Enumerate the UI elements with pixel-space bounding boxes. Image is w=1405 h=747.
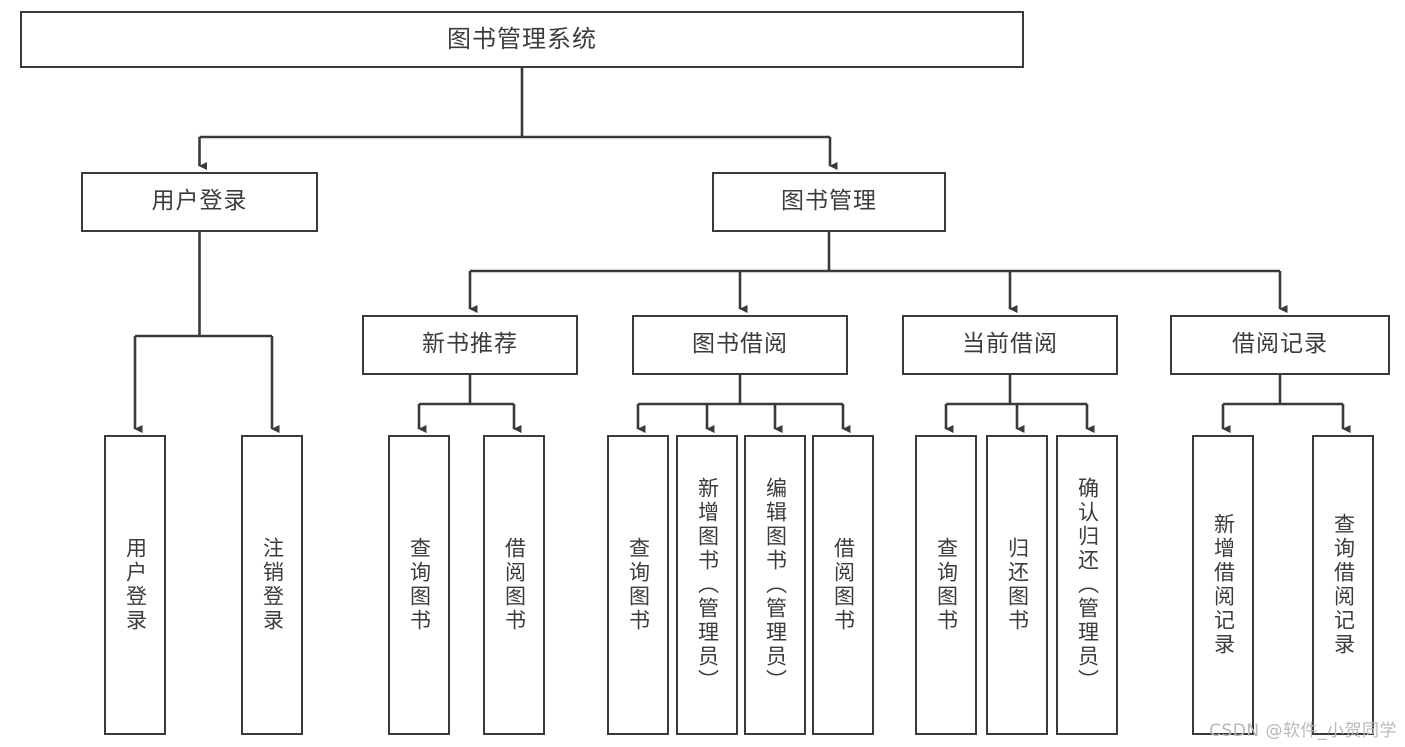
node-new-book-rec-label: 新书推荐 (422, 331, 518, 358)
node-book-borrow-label: 图书借阅 (692, 331, 788, 358)
node-borrow-record[interactable]: 借阅记录 (1170, 315, 1390, 375)
node-leaf-query-book-rec-label: 查询图书 (407, 537, 432, 633)
node-leaf-query-book-label: 查询图书 (626, 537, 651, 633)
node-root[interactable]: 图书管理系统 (20, 11, 1024, 68)
node-leaf-add-record-label: 新增借阅记录 (1211, 513, 1236, 657)
node-current-borrow-label: 当前借阅 (962, 331, 1058, 358)
node-leaf-add-book-label: 新增图书（管理员） (695, 477, 720, 693)
node-leaf-add-record[interactable]: 新增借阅记录 (1192, 435, 1254, 735)
node-book-borrow[interactable]: 图书借阅 (632, 315, 848, 375)
node-book-manage-label: 图书管理 (781, 188, 877, 215)
node-leaf-borrow-book-label: 借阅图书 (831, 537, 856, 633)
node-leaf-confirm-return[interactable]: 确认归还（管理员） (1056, 435, 1118, 735)
node-book-manage[interactable]: 图书管理 (712, 172, 946, 232)
node-leaf-return-book[interactable]: 归还图书 (986, 435, 1048, 735)
node-new-book-rec[interactable]: 新书推荐 (362, 315, 578, 375)
node-current-borrow[interactable]: 当前借阅 (902, 315, 1118, 375)
node-leaf-confirm-return-label: 确认归还（管理员） (1075, 477, 1100, 693)
node-leaf-edit-book-label: 编辑图书（管理员） (763, 477, 788, 693)
node-leaf-user-login[interactable]: 用户登录 (104, 435, 166, 735)
watermark: CSDN @软件_小贺同学 (1209, 721, 1397, 741)
node-leaf-borrow-book-rec-label: 借阅图书 (502, 537, 527, 633)
node-borrow-record-label: 借阅记录 (1232, 331, 1328, 358)
node-user-login-label: 用户登录 (151, 188, 248, 215)
node-leaf-user-logout-label: 注销登录 (260, 537, 285, 633)
node-leaf-query-book[interactable]: 查询图书 (607, 435, 669, 735)
node-leaf-borrow-book[interactable]: 借阅图书 (812, 435, 874, 735)
node-leaf-query-book-cur-label: 查询图书 (934, 537, 959, 633)
node-leaf-edit-book[interactable]: 编辑图书（管理员） (744, 435, 806, 735)
node-leaf-return-book-label: 归还图书 (1005, 537, 1030, 633)
node-leaf-user-logout[interactable]: 注销登录 (241, 435, 303, 735)
node-leaf-query-book-cur[interactable]: 查询图书 (915, 435, 977, 735)
node-leaf-query-record-label: 查询借阅记录 (1331, 513, 1356, 657)
node-leaf-borrow-book-rec[interactable]: 借阅图书 (483, 435, 545, 735)
node-leaf-query-record[interactable]: 查询借阅记录 (1312, 435, 1374, 735)
node-root-label: 图书管理系统 (447, 25, 597, 54)
node-leaf-query-book-rec[interactable]: 查询图书 (388, 435, 450, 735)
node-user-login[interactable]: 用户登录 (81, 172, 318, 232)
node-leaf-user-login-label: 用户登录 (123, 537, 148, 633)
node-leaf-add-book[interactable]: 新增图书（管理员） (676, 435, 738, 735)
